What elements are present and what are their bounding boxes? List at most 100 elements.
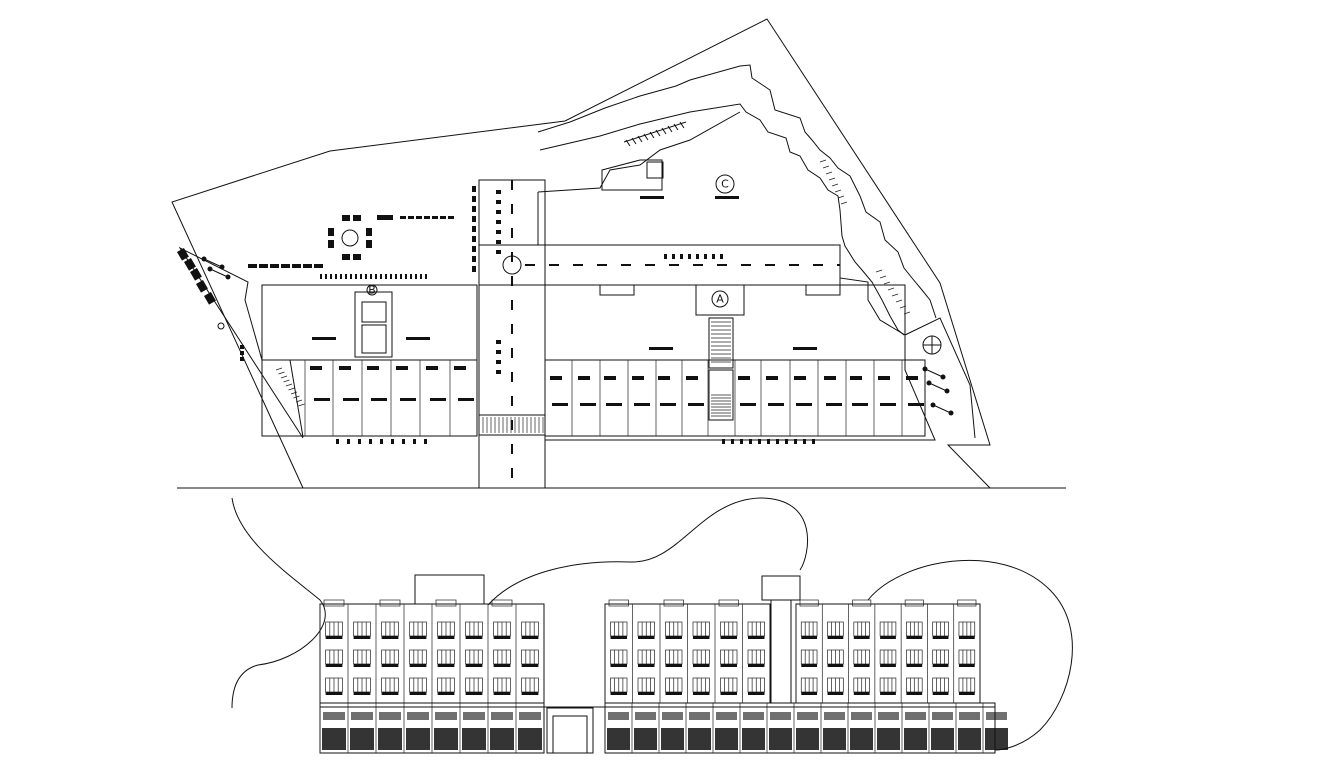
parking-stripe [472,206,476,212]
parking-stripe [330,274,332,279]
tree-icon [219,264,225,270]
shop-signage [519,712,541,720]
balcony-rail [801,664,818,667]
balcony-rail [437,692,455,695]
shop-signage [323,712,345,720]
parking-stripe [731,439,734,444]
tree-icon [948,410,954,416]
balcony-rail [693,692,710,695]
balcony-rail [853,664,870,667]
tank-column [770,599,792,704]
block-c-stepped-edge [537,64,937,319]
unit-tag [314,398,330,401]
balcony-fixture [850,376,862,380]
block-a-entrance [695,284,745,316]
stair-tread [293,395,300,399]
parking-stripe [472,256,476,262]
parapet [663,599,684,607]
block-a-stair-lower [708,369,734,421]
parking-stripe [496,200,501,204]
stair-tread [295,399,303,403]
balcony-rail [381,664,399,667]
unit-tag [400,398,416,401]
balcony-rail [465,664,483,667]
parapet [852,599,872,607]
block-c-lift [646,161,664,179]
parking-stripe [408,216,414,219]
parking-stripe [472,226,476,232]
parking-stripe [448,216,454,219]
balcony-rail [720,636,737,639]
balcony-fixture [339,366,351,370]
parking-bay [259,264,268,268]
parking-stripe [336,439,339,444]
shop-signage [635,712,656,720]
parapet [718,599,739,607]
unit-tag [852,403,868,406]
unit-tag [880,403,896,406]
parking-stripe [472,216,476,222]
shop-shutter [322,728,346,750]
balcony-rail [665,664,682,667]
unit-tag [343,398,359,401]
unit-tag [552,403,568,406]
balcony-fixture [578,376,590,380]
block-b-unit-grid [304,360,474,436]
balcony-rail [493,636,511,639]
balcony-rail [610,664,627,667]
shop-signage [797,712,818,720]
balcony-rail [827,636,844,639]
balcony-rail [880,664,896,667]
parking-stripe [664,254,667,259]
shop-signage [407,712,429,720]
shop-shutter [796,728,819,750]
balcony-rail [409,664,427,667]
stair-tread [278,371,285,375]
parking-stripe [496,360,501,364]
stair-rail [623,121,687,143]
balcony-rail [638,664,655,667]
balcony-rail [381,692,399,695]
stair-tread [298,403,305,407]
balcony-rail [437,664,455,667]
parking-stripe [720,254,723,259]
shop-shutter [661,728,684,750]
parking-stripe [410,274,412,279]
parking-stripe [415,274,417,279]
balcony-rail [325,636,343,639]
block-b-hall-tag [312,337,336,340]
balcony-fixture [878,376,890,380]
car-bay [203,292,216,305]
parapet [904,599,924,607]
balcony-fixture [906,376,918,380]
parking-stripe [400,216,406,219]
parking-stripe [496,240,501,244]
fence-tick [840,201,848,205]
tree-icon [940,374,946,380]
balcony-rail [493,664,511,667]
parapet [323,599,345,607]
balcony-rail [610,636,627,639]
shop-signage [851,712,872,720]
landscape-curve-right [867,559,1073,751]
balcony-rail [827,664,844,667]
fence-tick [903,311,911,315]
stair-tread [283,379,290,383]
stair-tread [290,391,298,395]
stair-tread [673,123,679,131]
parking-stripe [496,350,501,354]
balcony-rail [748,664,765,667]
balcony-rail [353,636,371,639]
parking-stripe [425,274,427,279]
parking-stripe [672,254,675,259]
fence-tick [834,189,842,193]
balcony-rail [880,636,896,639]
balcony-fixture [454,366,466,370]
unit-tag [371,398,387,401]
parking-stripe [413,439,416,444]
block-b-units [261,359,478,437]
stair-tread [280,375,288,379]
tree-icon [201,256,207,262]
parking-stripe [472,246,476,252]
shop-signage [878,712,899,720]
